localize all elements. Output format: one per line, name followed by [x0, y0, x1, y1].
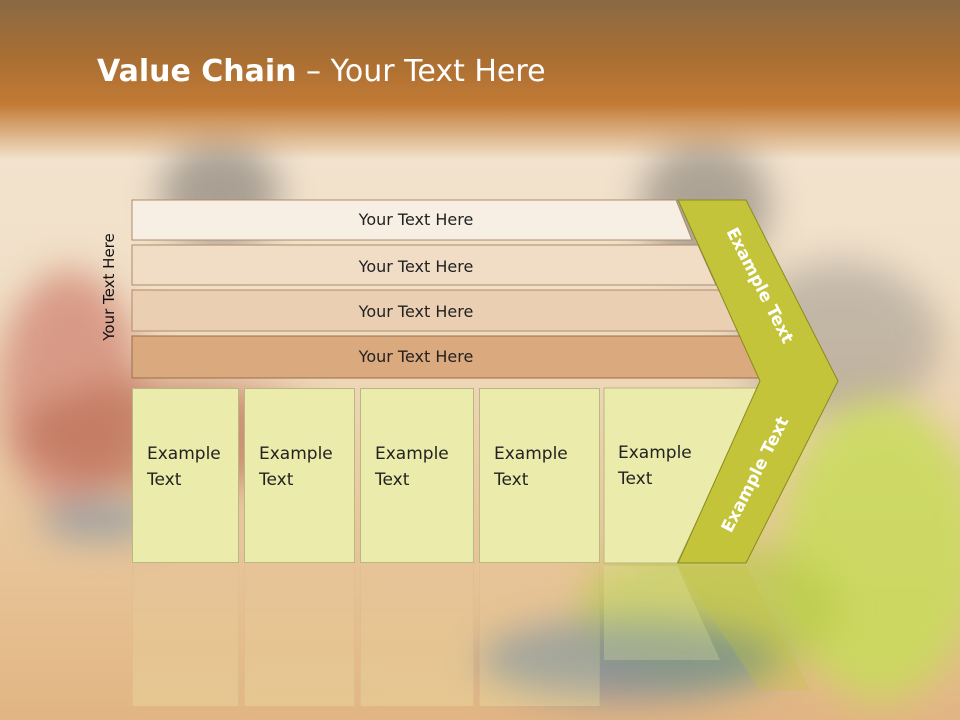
- margin-arrow: [677, 199, 839, 564]
- primary-box-1: Example Text: [132, 388, 239, 563]
- title-rest: – Your Text Here: [296, 54, 546, 89]
- primary-box-5-shape: [603, 387, 761, 564]
- box-text-line1: Example: [375, 444, 449, 464]
- background-blob: [480, 620, 780, 700]
- box-reflection: [132, 566, 239, 706]
- support-bar-3-label: Your Text Here: [358, 302, 474, 321]
- box-text-line1: Example: [147, 444, 221, 464]
- box-text-line2: Text: [259, 470, 294, 490]
- primary-box-4: Example Text: [479, 388, 600, 563]
- primary-box-3: Example Text: [360, 388, 474, 563]
- box-text-line1: Example: [259, 444, 333, 464]
- support-bar-4-label: Your Text Here: [358, 347, 474, 366]
- box-reflection: [479, 566, 600, 706]
- diagram-reflection: [604, 566, 810, 690]
- box-text-line2: Text: [375, 470, 410, 490]
- support-bar-1-label: Your Text Here: [358, 210, 474, 229]
- primary-box-2: Example Text: [244, 388, 355, 563]
- slide-title: Value Chain – Your Text Here: [97, 54, 546, 89]
- box-reflection: [244, 566, 355, 706]
- box-text-line1: Example: [494, 444, 568, 464]
- box-text-line2: Text: [147, 470, 182, 490]
- title-bold: Value Chain: [97, 54, 297, 89]
- box-text-line2: Text: [494, 470, 529, 490]
- primary-box-5: Example Text: [604, 388, 704, 563]
- support-bar-1: [131, 199, 693, 241]
- header-band: [0, 0, 960, 160]
- support-bar-2-label: Your Text Here: [358, 257, 474, 276]
- box-reflection: [360, 566, 474, 706]
- box-text-line2: Text: [618, 469, 653, 489]
- box-text-line1: Example: [618, 443, 692, 463]
